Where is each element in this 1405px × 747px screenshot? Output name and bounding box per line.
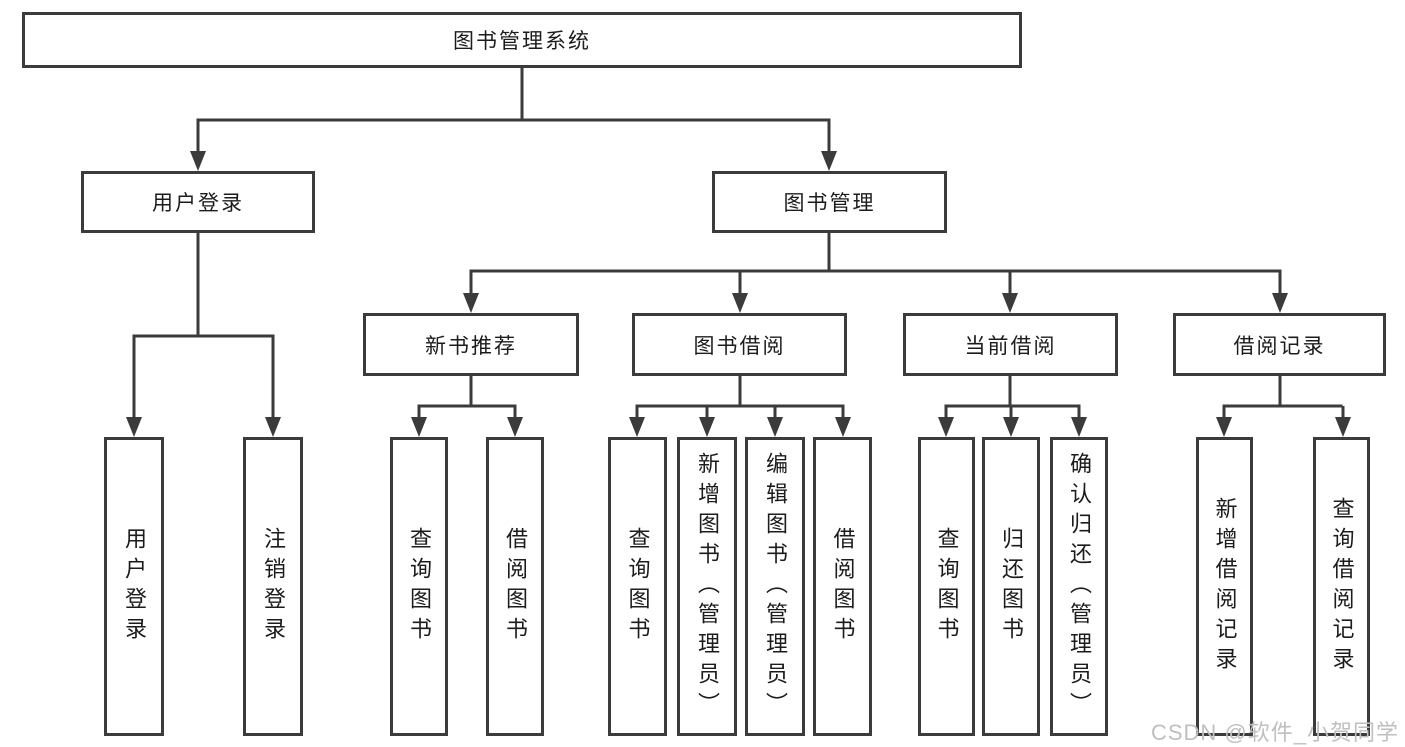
arrowheads [126, 151, 1351, 437]
leaf-logout: 注销登录 [243, 437, 303, 736]
node-current-borrow: 当前借阅 [903, 313, 1118, 376]
leaf-borrow-books: 借阅图书 [813, 437, 872, 736]
leaf-confirm-return-admin: 确认归还（管理员） [1050, 437, 1108, 736]
leaf-add-book-admin: 新增图书（管理员） [677, 437, 737, 736]
node-user-login: 用户登录 [81, 171, 315, 233]
node-borrow-records: 借阅记录 [1173, 313, 1386, 376]
leaf-add-book-admin-label: 新增图书（管理员） [695, 451, 720, 722]
leaf-logout-label: 注销登录 [261, 526, 286, 647]
node-book-management: 图书管理 [712, 171, 947, 233]
leaf-query-books-current-label: 查询图书 [934, 526, 960, 647]
leaf-user-login-label: 用户登录 [122, 526, 147, 647]
leaf-query-books-recommend: 查询图书 [390, 437, 448, 736]
node-user-login-label: 用户登录 [152, 192, 244, 215]
leaf-confirm-return-admin-label: 确认归还（管理员） [1067, 451, 1092, 722]
leaf-query-borrow-record: 查询借阅记录 [1313, 437, 1370, 736]
leaf-return-book: 归还图书 [982, 437, 1040, 736]
leaf-return-book-label: 归还图书 [999, 526, 1024, 647]
leaf-query-books-borrow-label: 查询图书 [625, 526, 651, 647]
leaf-user-login: 用户登录 [104, 437, 164, 736]
leaf-query-borrow-record-label: 查询借阅记录 [1329, 496, 1355, 677]
node-new-book-recommend-label: 新书推荐 [425, 334, 517, 358]
node-root: 图书管理系统 [22, 12, 1022, 68]
node-book-borrow: 图书借阅 [632, 313, 847, 376]
leaf-query-books-borrow: 查询图书 [608, 437, 667, 736]
leaf-query-books-current: 查询图书 [918, 437, 975, 736]
leaf-query-books-recommend-label: 查询图书 [407, 526, 432, 647]
leaf-edit-book-admin: 编辑图书（管理员） [745, 437, 805, 736]
node-borrow-records-label: 借阅记录 [1233, 334, 1326, 358]
leaf-edit-book-admin-label: 编辑图书（管理员） [763, 451, 788, 722]
node-root-label: 图书管理系统 [453, 30, 591, 53]
node-new-book-recommend: 新书推荐 [363, 313, 579, 376]
node-book-borrow-label: 图书借阅 [693, 334, 786, 358]
watermark: CSDN @软件_小贺同学 [1150, 720, 1399, 745]
leaf-add-borrow-record-label: 新增借阅记录 [1212, 496, 1238, 677]
leaf-borrow-books-recommend-label: 借阅图书 [503, 526, 528, 647]
node-book-management-label: 图书管理 [783, 192, 876, 215]
node-current-borrow-label: 当前借阅 [964, 334, 1057, 358]
connector-paths [132, 66, 1345, 421]
leaf-borrow-books-label: 借阅图书 [830, 526, 856, 647]
leaf-add-borrow-record: 新增借阅记录 [1196, 437, 1253, 736]
leaf-borrow-books-recommend: 借阅图书 [486, 437, 544, 736]
